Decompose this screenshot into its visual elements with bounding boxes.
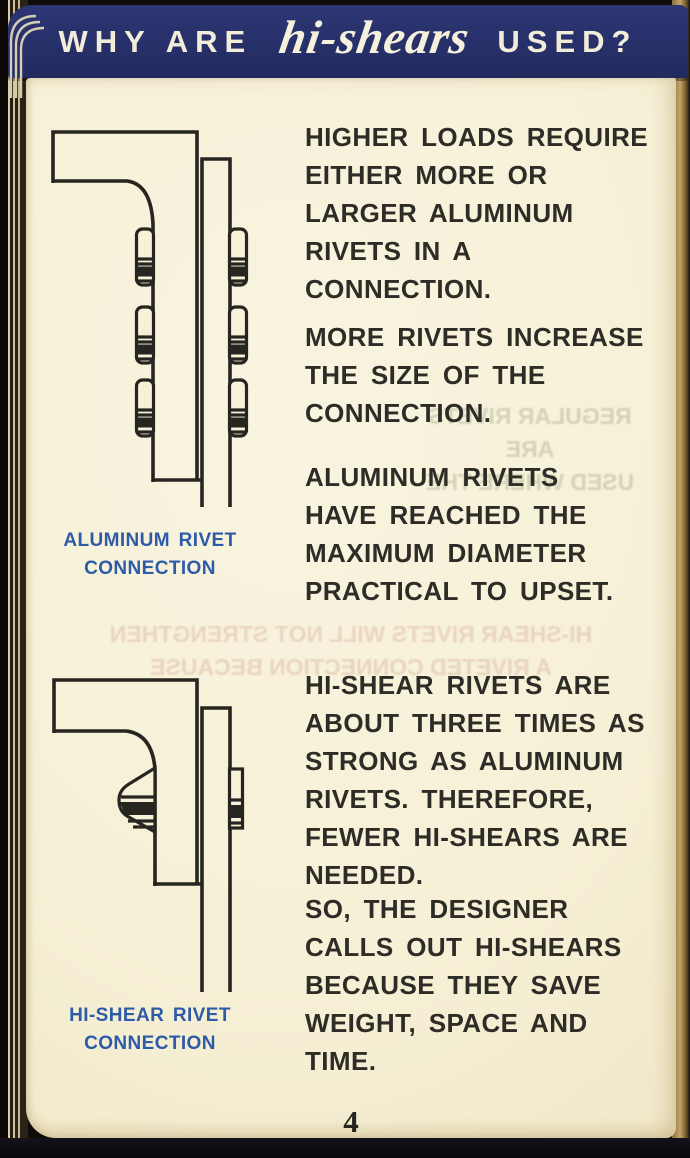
book-spine-edge [0,0,28,1158]
page-header-banner: WHY ARE hi-shears USED? [8,5,688,78]
book-right-edge [672,0,690,1158]
aluminum-rivet [134,305,249,365]
stacked-page-corners [9,14,45,98]
sheet-outline [200,706,232,992]
body-paragraph: ALUMINUM RIVETS HAVE REACHED THE MAXIMUM… [305,462,614,606]
sheet-outline [200,157,232,507]
header-brand-script: hi-shears [276,11,474,64]
hi-shear-rivet-diagram [52,678,245,992]
body-paragraph: SO, THE DESIGNER CALLS OUT HI-SHEARS BEC… [305,894,622,1076]
aluminum-rivet-diagram [51,130,249,507]
body-paragraph: HI-SHEAR RIVETS ARE ABOUT THREE TIMES AS… [305,670,645,890]
header-text-suffix: USED? [497,23,638,59]
body-paragraph: HIGHER LOADS REQUIRE EITHER MORE OR LARG… [305,122,649,304]
angle-bracket-outline [52,678,232,992]
header-text-prefix: WHY ARE [58,23,253,59]
book-bottom-edge [0,1138,690,1158]
hi-shear-rivet-caption: HI-SHEAR RIVET CONNECTION [69,1005,231,1054]
page-number: 4 [343,1104,359,1139]
aluminum-rivet [134,378,249,438]
booklet-page: REGULAR RIVETS ARE USED WHERE THE HI-SHE… [26,78,676,1139]
aluminum-rivet [134,227,249,287]
hi-shear-rivet [117,765,245,835]
body-paragraph: MORE RIVETS INCREASE THE SIZE OF THE CON… [305,322,644,428]
aluminum-rivet-caption: ALUMINUM RIVET CONNECTION [63,530,237,579]
